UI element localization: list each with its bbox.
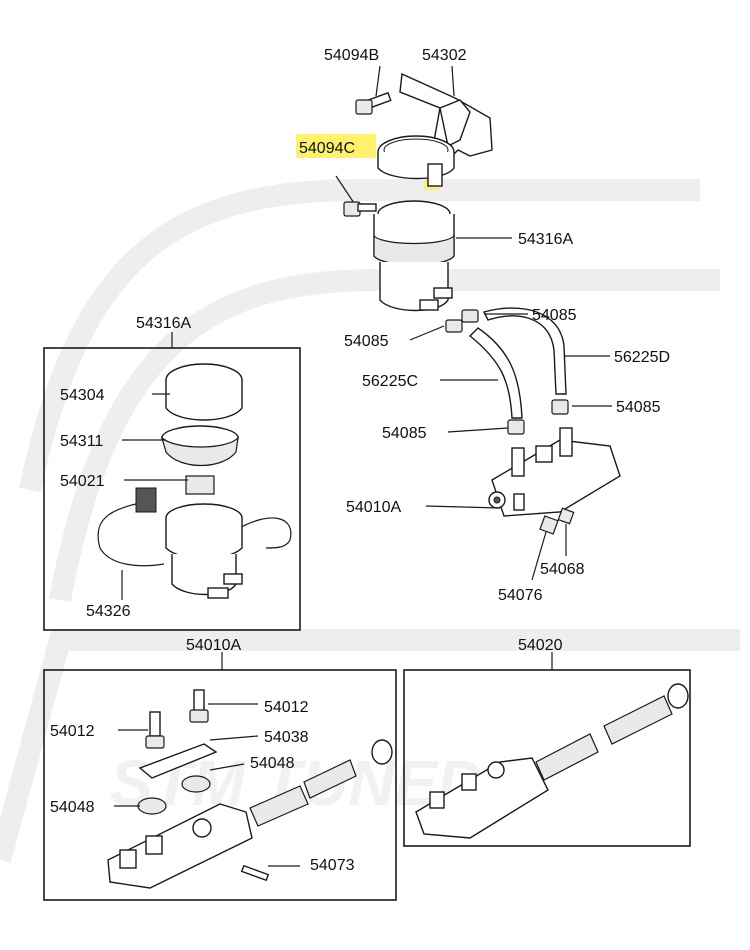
pin-54073[interactable]	[240, 864, 270, 882]
grommet-54048-left[interactable]	[137, 797, 167, 815]
fitting-54012-right[interactable]	[189, 689, 209, 723]
master-cylinder-54010a-inset[interactable]	[107, 803, 253, 889]
label-54085-d: 54085	[382, 425, 427, 442]
grommet-54048-right[interactable]	[181, 775, 211, 793]
label-54048-right: 54048	[250, 755, 295, 772]
label-54021: 54021	[60, 473, 105, 490]
label-54076: 54076	[498, 587, 543, 604]
fitting-54012-left[interactable]	[145, 711, 165, 749]
label-54316a: 54316A	[518, 231, 573, 248]
label-54311: 54311	[60, 433, 103, 450]
label-54085-a: 54085	[532, 307, 577, 324]
fitting-54085-a[interactable]	[461, 309, 479, 323]
label-54326: 54326	[86, 603, 131, 620]
label-54085-c: 54085	[616, 399, 661, 416]
label-54068: 54068	[540, 561, 585, 578]
label-highlight	[296, 134, 376, 158]
cap-54304[interactable]	[165, 363, 243, 421]
harness-54326[interactable]	[97, 487, 292, 567]
hose-56225c[interactable]	[468, 327, 523, 419]
spring-kit-inset[interactable]	[249, 739, 393, 827]
label-56225c: 56225C	[362, 373, 418, 390]
inset-master-cylinder-title: 54010A	[186, 637, 241, 654]
inset-master-cylinder-box	[43, 669, 397, 901]
label-54012-left: 54012	[50, 723, 95, 740]
bolt-54094b[interactable]	[355, 91, 392, 115]
bracket-54302[interactable]	[399, 72, 493, 161]
switch-54021[interactable]	[185, 475, 215, 495]
label-54085-b: 54085	[344, 333, 389, 350]
label-54094b: 54094B	[324, 47, 379, 64]
label-54010a-top: 54010A	[346, 499, 401, 516]
bolt-54094c[interactable]	[335, 175, 377, 217]
strainer-54311[interactable]	[160, 425, 239, 467]
inset-kit-box	[403, 669, 691, 847]
fitting-54085-c[interactable]	[551, 399, 569, 415]
nut-54068[interactable]	[557, 507, 575, 525]
band-clamp[interactable]	[377, 135, 455, 187]
fitting-54085-b[interactable]	[445, 319, 463, 333]
label-54038: 54038	[264, 729, 309, 746]
label-54094c: 54094C	[299, 140, 355, 157]
master-cylinder-54010a-top[interactable]	[488, 427, 621, 517]
spring-kit-54020[interactable]	[535, 683, 689, 781]
master-cylinder-body-54020[interactable]	[415, 757, 549, 839]
label-54302: 54302	[422, 47, 467, 64]
inset-reservoir-title: 54316A	[136, 315, 191, 332]
label-54073: 54073	[310, 857, 355, 874]
inset-kit-title: 54020	[518, 637, 563, 654]
nut-54076[interactable]	[539, 515, 559, 535]
hose-56225d[interactable]	[482, 307, 567, 395]
plate-54038[interactable]	[138, 743, 218, 779]
label-54048-left: 54048	[50, 799, 95, 816]
label-54012-right: 54012	[264, 699, 309, 716]
label-54304: 54304	[60, 387, 105, 404]
reservoir-54316a[interactable]	[373, 200, 455, 312]
watermark-graphic: STM TUNED	[0, 179, 740, 863]
reservoir-body-inset[interactable]	[165, 503, 243, 599]
label-56225d: 56225D	[614, 349, 670, 366]
fitting-54085-d[interactable]	[507, 419, 525, 435]
